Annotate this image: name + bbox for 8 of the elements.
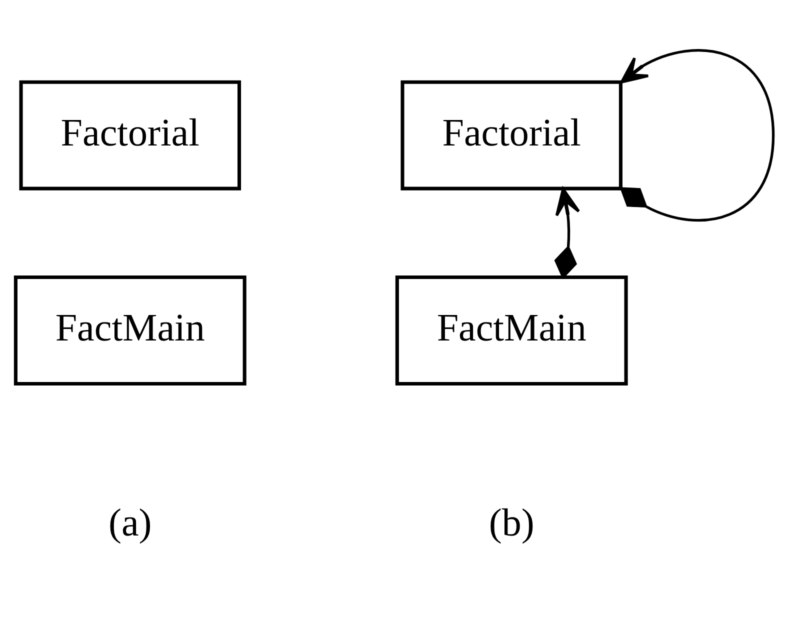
arrow — [620, 48, 775, 222]
node-box: Factorial — [19, 80, 242, 190]
node-box: Factorial — [400, 80, 622, 190]
arrow — [554, 187, 580, 279]
node-box: FactMain — [14, 275, 246, 386]
label: (b) — [488, 501, 534, 544]
label: (a) — [108, 501, 152, 544]
node-box: FactMain — [395, 275, 628, 386]
